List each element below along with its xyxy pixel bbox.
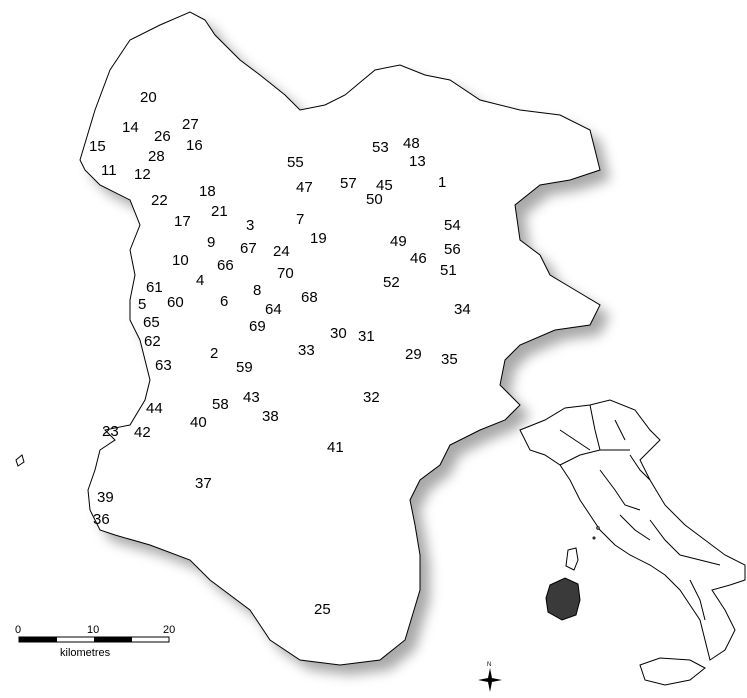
site-27: 27 xyxy=(182,116,199,133)
site-7: 7 xyxy=(296,211,304,228)
site-23: 23 xyxy=(102,423,119,440)
site-17: 17 xyxy=(174,213,191,230)
site-59: 59 xyxy=(236,359,253,376)
site-69: 69 xyxy=(249,318,266,335)
scale-tick-10: 10 xyxy=(87,624,99,636)
site-66: 66 xyxy=(217,257,234,274)
italy-region-lines xyxy=(559,404,721,621)
site-56: 56 xyxy=(444,241,461,258)
site-29: 29 xyxy=(405,346,422,363)
site-44: 44 xyxy=(146,400,163,417)
site-24: 24 xyxy=(273,243,290,260)
site-15: 15 xyxy=(89,138,106,155)
site-36: 36 xyxy=(93,511,110,528)
site-37: 37 xyxy=(195,475,212,492)
scale-bar-seg-3 xyxy=(94,637,132,642)
site-50: 50 xyxy=(366,191,383,208)
site-51: 51 xyxy=(440,262,457,279)
site-33: 33 xyxy=(298,342,315,359)
site-1: 1 xyxy=(438,174,446,191)
site-13: 13 xyxy=(409,153,426,170)
site-45: 45 xyxy=(376,177,393,194)
site-labels: 1 2 3 4 5 6 7 8 9 10 11 12 13 14 15 16 1… xyxy=(89,89,471,618)
site-14: 14 xyxy=(122,119,139,136)
site-65: 65 xyxy=(143,314,160,331)
site-68: 68 xyxy=(301,289,318,306)
site-42: 42 xyxy=(134,424,151,441)
site-61: 61 xyxy=(146,279,163,296)
islet xyxy=(15,454,25,467)
site-58: 58 xyxy=(212,396,229,413)
compass-north-label: N xyxy=(487,662,491,668)
site-54: 54 xyxy=(444,217,461,234)
compass-rose-icon: N xyxy=(478,662,502,692)
site-63: 63 xyxy=(155,357,172,374)
scale-bar-seg-1 xyxy=(19,637,57,642)
small-island xyxy=(596,526,600,530)
site-8: 8 xyxy=(253,282,261,299)
site-11: 11 xyxy=(101,162,117,179)
site-46: 46 xyxy=(410,250,427,267)
site-18: 18 xyxy=(199,183,216,200)
site-48: 48 xyxy=(403,135,420,152)
scale-bar: 0 10 20 kilometres xyxy=(15,624,175,659)
site-12: 12 xyxy=(134,166,151,183)
site-6: 6 xyxy=(220,293,228,310)
site-30: 30 xyxy=(330,325,347,342)
sicily-island xyxy=(639,657,706,686)
site-35: 35 xyxy=(441,351,458,368)
site-22: 22 xyxy=(151,192,168,209)
site-28: 28 xyxy=(148,148,165,165)
corsica-island xyxy=(565,547,579,571)
site-52: 52 xyxy=(383,274,400,291)
site-2: 2 xyxy=(210,345,218,362)
scale-unit: kilometres xyxy=(60,647,111,659)
site-19: 19 xyxy=(310,230,327,247)
site-57: 57 xyxy=(340,175,357,192)
site-40: 40 xyxy=(190,414,207,431)
site-25: 25 xyxy=(314,601,331,618)
site-64: 64 xyxy=(265,301,282,318)
site-39: 39 xyxy=(97,489,114,506)
site-60: 60 xyxy=(167,294,184,311)
site-67: 67 xyxy=(240,240,257,257)
site-70: 70 xyxy=(277,265,294,282)
small-island xyxy=(592,536,596,540)
site-62: 62 xyxy=(144,333,161,350)
site-26: 26 xyxy=(154,128,171,145)
scale-tick-0: 0 xyxy=(15,624,21,636)
site-49: 49 xyxy=(390,233,407,250)
site-10: 10 xyxy=(172,252,189,269)
site-16: 16 xyxy=(186,137,203,154)
site-41: 41 xyxy=(327,439,344,456)
italy-inset-map xyxy=(519,399,746,686)
site-9: 9 xyxy=(207,234,215,251)
site-43: 43 xyxy=(243,389,260,406)
site-3: 3 xyxy=(246,217,254,234)
site-47: 47 xyxy=(296,179,313,196)
site-32: 32 xyxy=(363,389,380,406)
site-38: 38 xyxy=(262,408,279,425)
site-5: 5 xyxy=(138,296,146,313)
scale-tick-20: 20 xyxy=(163,624,175,636)
site-4: 4 xyxy=(196,272,204,289)
site-31: 31 xyxy=(358,328,375,345)
sardinia-island xyxy=(545,577,581,621)
site-21: 21 xyxy=(211,203,228,220)
site-55: 55 xyxy=(287,154,304,171)
region-outline xyxy=(79,11,601,666)
italy-mainland xyxy=(519,399,746,661)
site-53: 53 xyxy=(372,139,389,156)
site-20: 20 xyxy=(140,89,157,106)
site-34: 34 xyxy=(454,301,471,318)
